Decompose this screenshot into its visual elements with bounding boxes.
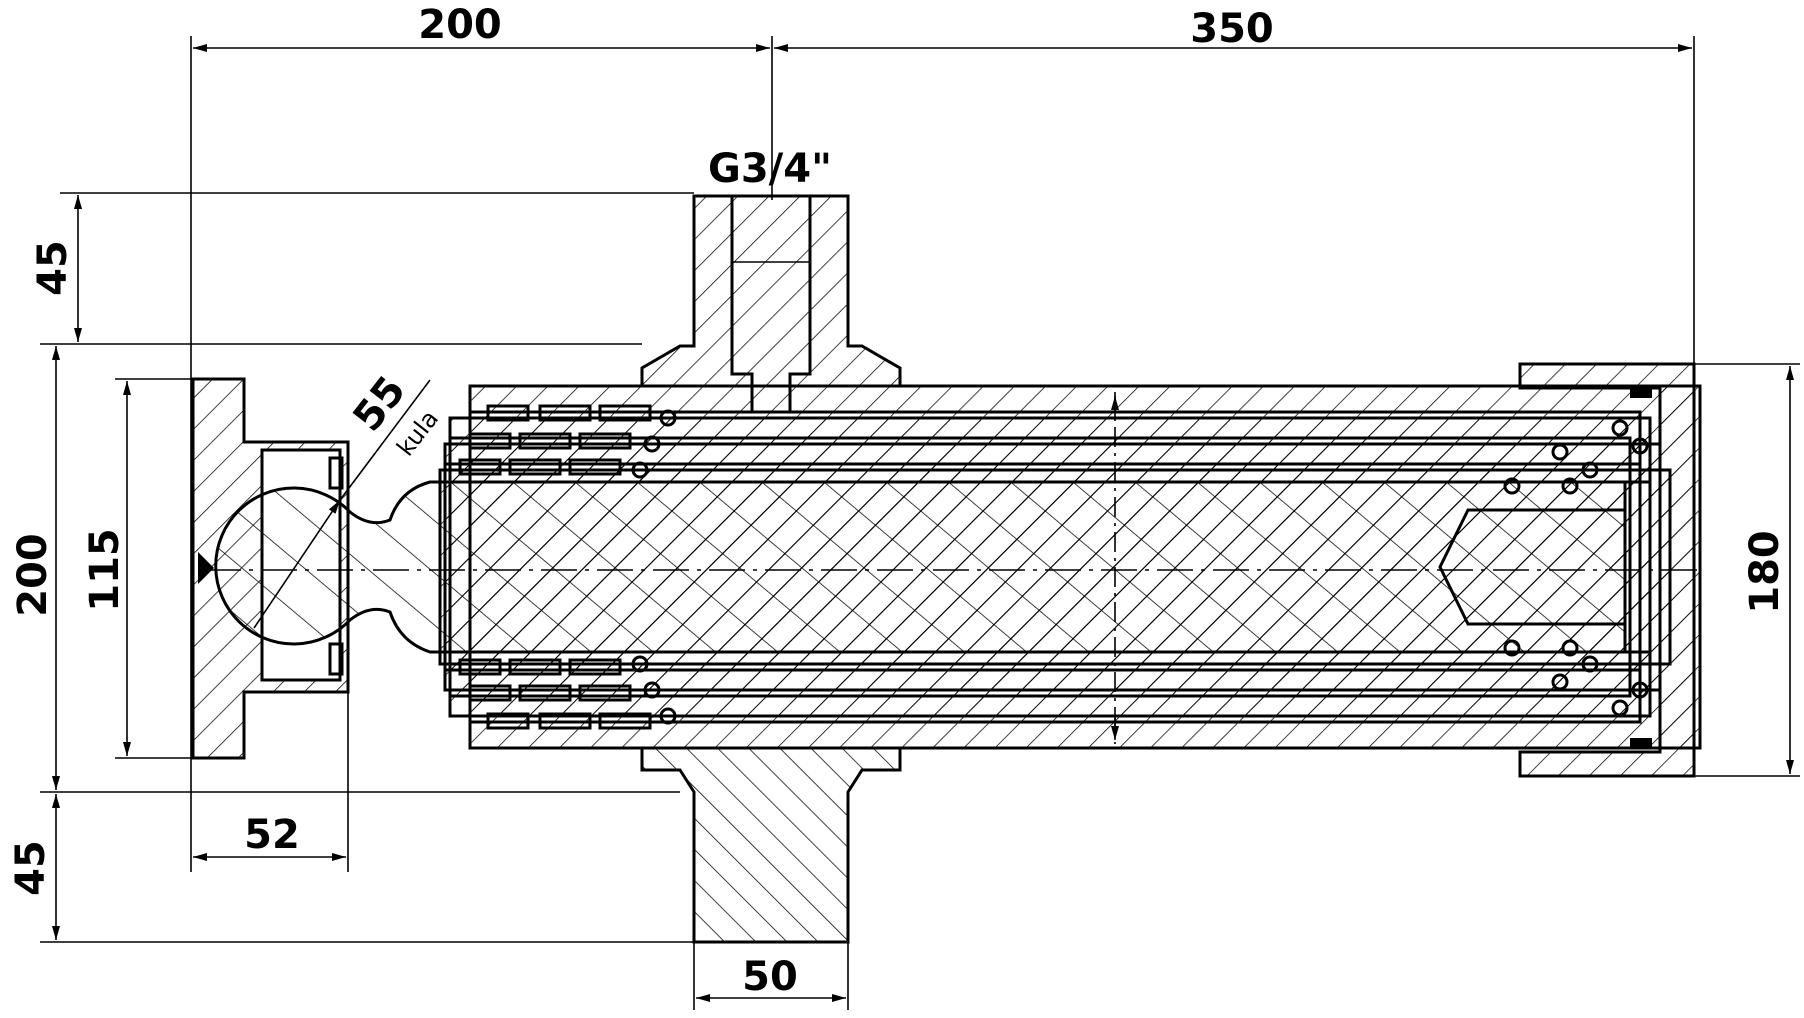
port-bore xyxy=(730,194,812,414)
label-port-thread: G3/4" xyxy=(708,146,832,192)
label-45-upper: 45 xyxy=(30,240,76,296)
label-200-left: 200 xyxy=(10,533,56,617)
rod-bore xyxy=(1438,508,1627,626)
dim-55-leader-ext xyxy=(339,379,431,501)
end-cap-seal-bottom xyxy=(1630,738,1652,748)
end-cap-seal-top xyxy=(1630,388,1652,398)
gland-seals xyxy=(458,404,652,730)
cylinder-assembly xyxy=(191,194,1702,944)
dim-55-leader xyxy=(253,499,341,629)
label-200-top: 200 xyxy=(418,2,502,48)
ball-arrow xyxy=(198,552,214,584)
seat-ring-top xyxy=(328,456,344,490)
label-180-right: 180 xyxy=(1742,530,1788,614)
label-52: 52 xyxy=(244,812,300,858)
label-50: 50 xyxy=(742,954,798,1000)
trunnion-bottom xyxy=(640,746,902,944)
o-rings-left xyxy=(631,409,677,725)
label-350-top: 350 xyxy=(1190,6,1274,52)
labels: 200 350 G3/4" 45 200 115 55 kula 52 45 5… xyxy=(8,2,1788,1000)
port-block xyxy=(640,194,902,388)
piston-rod xyxy=(214,480,1627,654)
dimensions xyxy=(40,36,1800,1010)
label-115-left: 115 xyxy=(82,528,128,612)
end-cap xyxy=(1518,362,1696,778)
seat-ring-bottom xyxy=(328,642,344,676)
label-45-lower: 45 xyxy=(8,840,54,896)
